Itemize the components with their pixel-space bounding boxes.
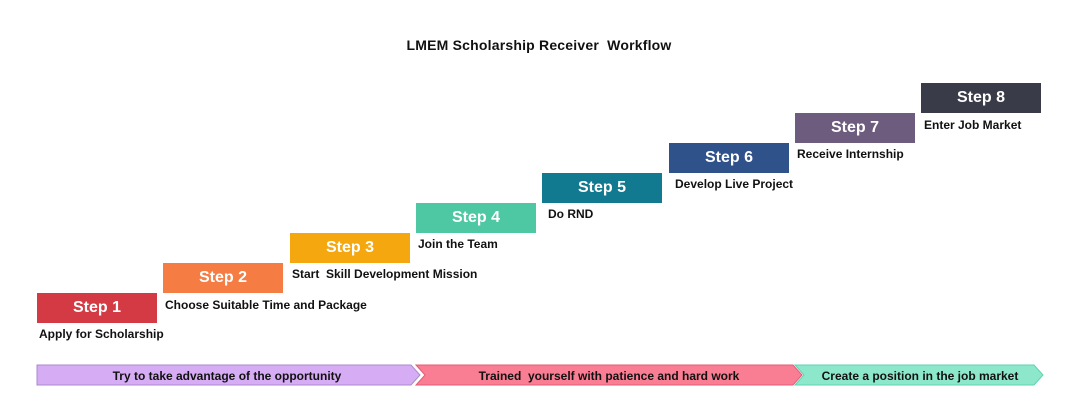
step-2-label: Step 2 [198,269,247,286]
step-7-label: Step 7 [830,119,879,136]
step-4-box: Step 4 [416,203,536,233]
step-8-label: Step 8 [956,89,1005,106]
step-6-box: Step 6 [669,143,789,173]
step-5-description: Do RND [548,207,594,221]
step-5-box: Step 5 [542,173,662,203]
step-2-box: Step 2 [163,263,283,293]
step-5-label: Step 5 [577,179,626,196]
step-8-box: Step 8 [921,83,1041,113]
step-6-label: Step 6 [704,149,753,166]
step-7-box: Step 7 [795,113,915,143]
phase-3-arrow [793,364,1044,386]
step-6-description: Develop Live Project [675,177,794,191]
step-1-description: Apply for Scholarship [39,327,164,341]
step-3-box: Step 3 [290,233,410,263]
step-7-description: Receive Internship [797,147,904,161]
step-4-label: Step 4 [451,209,500,226]
step-8-description: Enter Job Market [924,118,1022,132]
phase-2-label: Trained yourself with patience and hard … [478,369,740,383]
step-4-description: Join the Team [418,237,498,251]
phase-2-arrow [414,364,803,386]
phase-1-arrow [36,364,421,386]
step-1-label: Step 1 [72,299,121,316]
diagram-title: LMEM Scholarship Receiver Workflow [406,37,672,53]
step-2-description: Choose Suitable Time and Package [165,298,367,312]
step-3-label: Step 3 [325,239,374,256]
phase-3-label: Create a position in the job market [821,369,1019,383]
step-3-description: Start Skill Development Mission [292,267,478,281]
phase-1-label: Try to take advantage of the opportunity [112,369,342,383]
step-1-box: Step 1 [37,293,157,323]
